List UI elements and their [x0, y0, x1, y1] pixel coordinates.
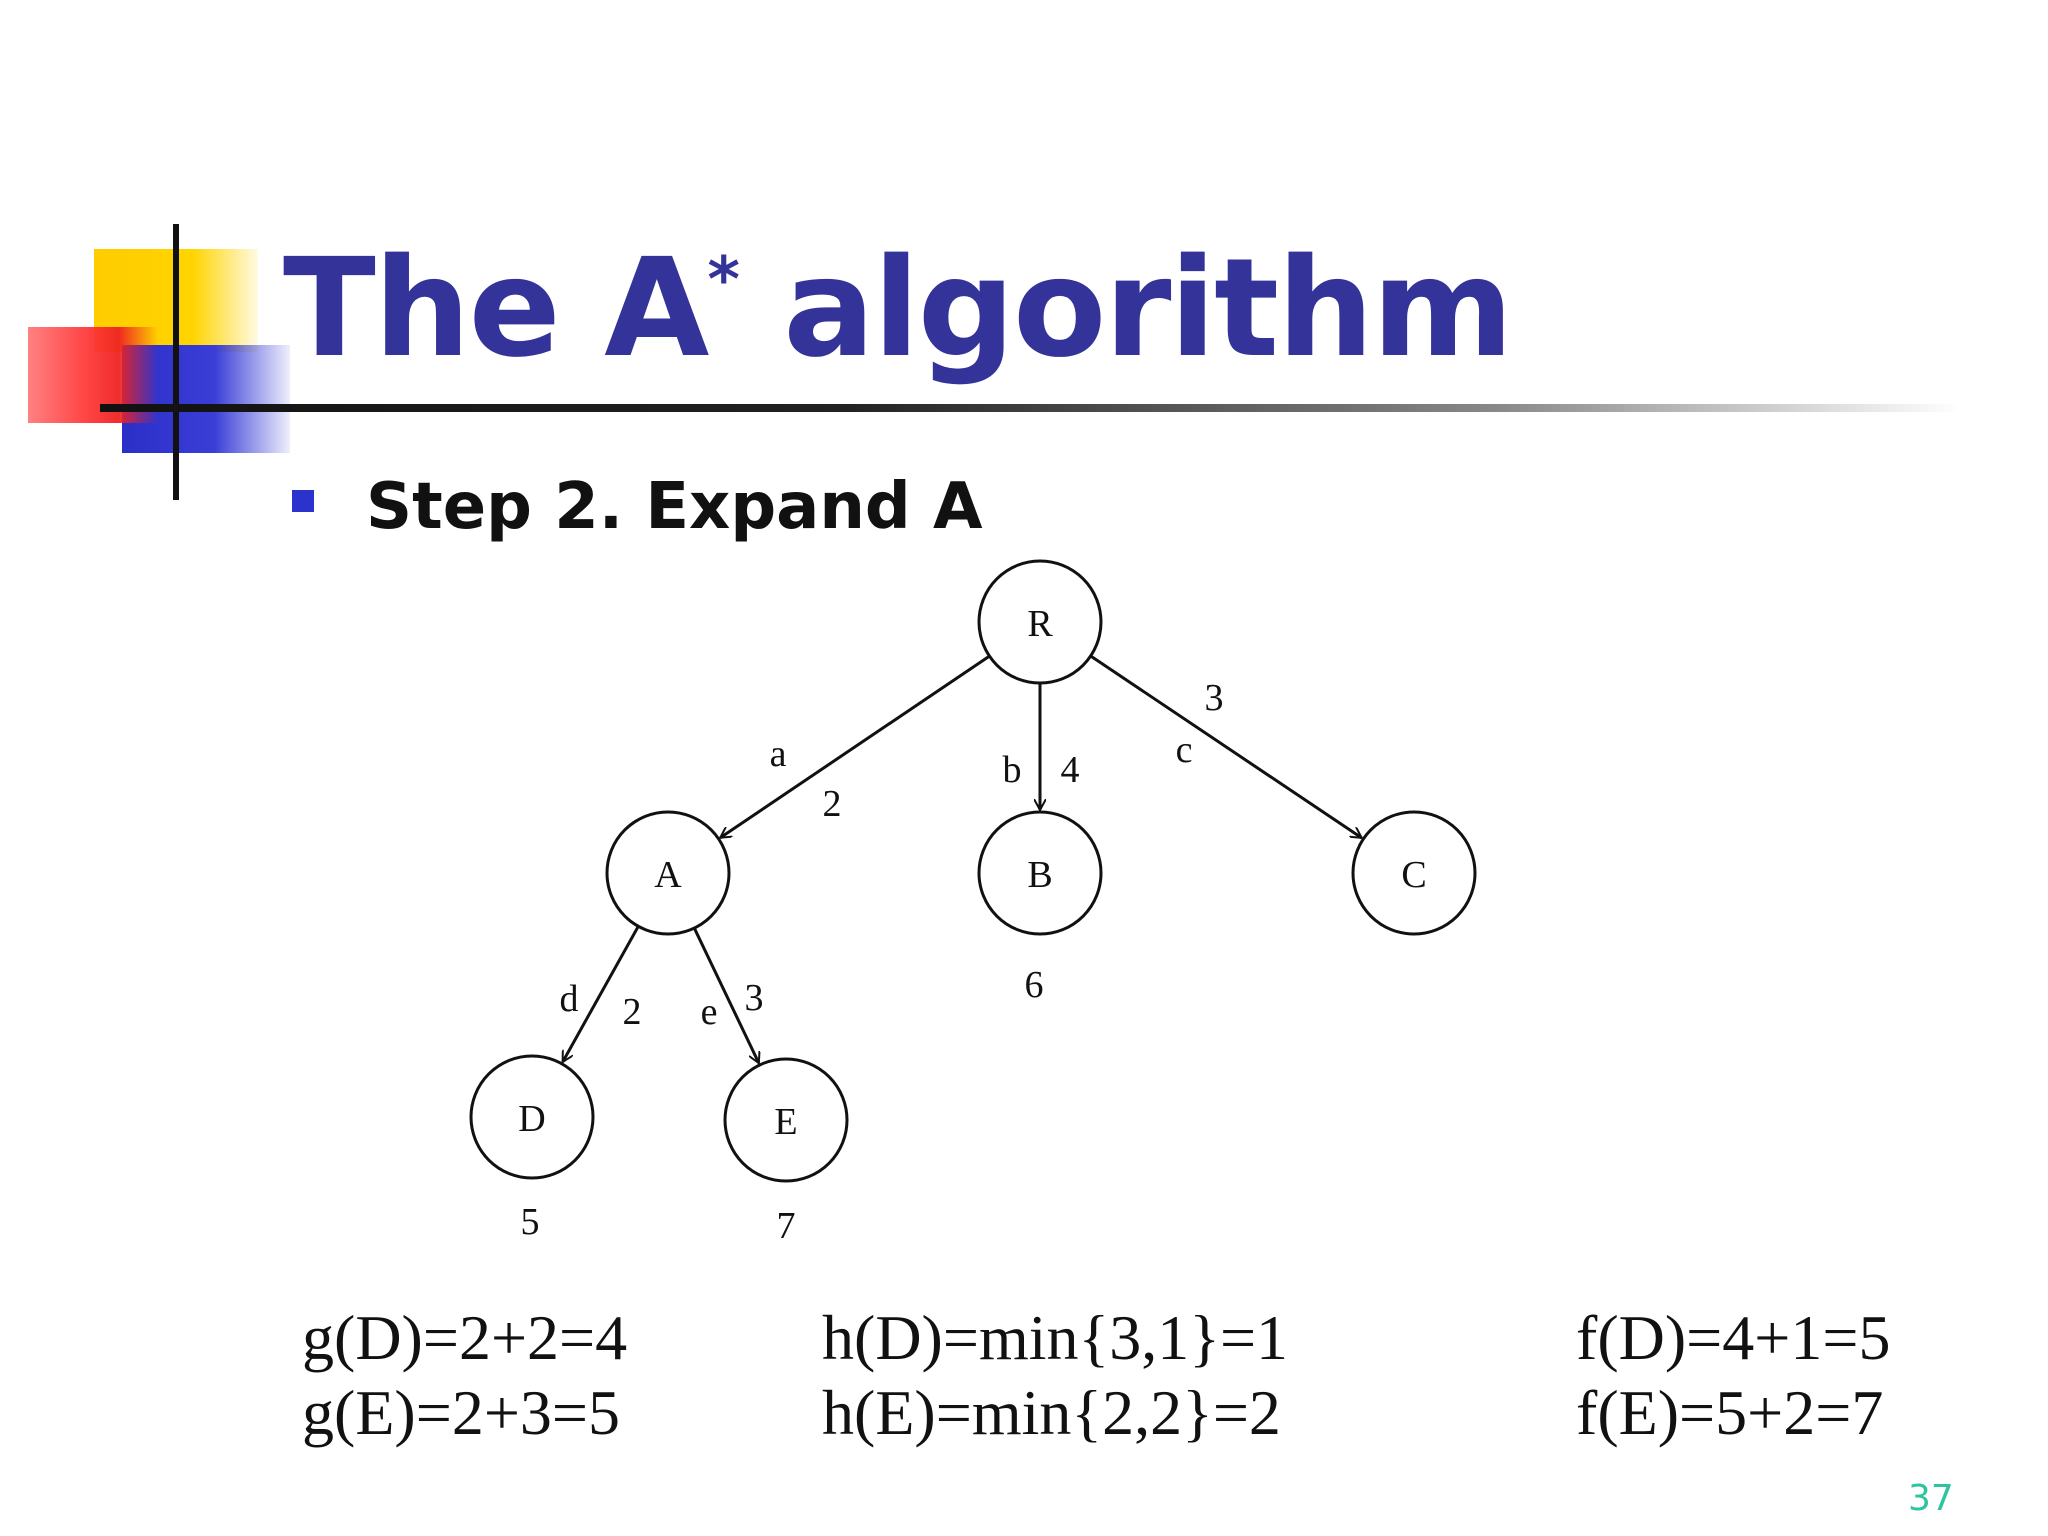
node-value-d: 5 [521, 1201, 540, 1243]
formula-h-e: h(E)=min{2,2}=2 [822, 1377, 1281, 1448]
edge-a-e [692, 927, 759, 1063]
decor-vertical-line [173, 224, 179, 500]
node-e [723, 1057, 849, 1183]
bullet-text: Step 2. Expand A [366, 470, 983, 544]
formula-g-e: g(E)=2+3=5 [302, 1377, 620, 1448]
formula-f-e: f(E)=5+2=7 [1576, 1377, 1884, 1448]
node-label-d: D [518, 1098, 545, 1140]
formula-g-d: g(D)=2+2=4 [302, 1302, 628, 1373]
node-label-b: B [1027, 854, 1052, 896]
edge-cost-a: 2 [823, 783, 842, 825]
edge-label-c: c [1176, 729, 1193, 771]
edge-label-b: b [1003, 749, 1022, 791]
edge-a-d [561, 925, 640, 1062]
edge-cost-d: 2 [623, 991, 642, 1033]
title-underline [100, 404, 1960, 412]
node-b [977, 810, 1103, 936]
node-label-r: R [1027, 603, 1053, 645]
formula-f-d: f(D)=4+1=5 [1576, 1302, 1891, 1373]
node-label-c: C [1401, 854, 1426, 896]
title-main: The A [283, 230, 709, 388]
edge-label-a: a [770, 733, 787, 775]
slide-title: The A* algorithm [283, 238, 1514, 381]
node-d [469, 1054, 595, 1180]
node-label-a: A [654, 854, 682, 896]
nodes-layer: R A B 6 C D 5 E 7 [469, 559, 1477, 1247]
node-r [977, 559, 1103, 685]
edge-r-a [720, 654, 991, 840]
edge-label-e: e [701, 991, 718, 1033]
node-value-b: 6 [1025, 964, 1044, 1006]
formula-h-d: h(D)=min{3,1}=1 [822, 1302, 1289, 1373]
page-number: 37 [1908, 1478, 1954, 1519]
title-rest: algorithm [737, 230, 1513, 388]
node-a [605, 810, 731, 936]
edge-cost-c: 3 [1205, 677, 1224, 719]
node-c [1351, 810, 1477, 936]
node-value-e: 7 [777, 1205, 796, 1247]
edge-label-d: d [560, 978, 579, 1020]
edge-r-c [1089, 654, 1362, 840]
node-label-e: E [774, 1101, 797, 1143]
edge-cost-e: 3 [745, 977, 764, 1019]
edge-cost-b: 4 [1061, 749, 1080, 791]
title-star: * [707, 242, 739, 316]
bullet-square-icon [292, 490, 314, 512]
